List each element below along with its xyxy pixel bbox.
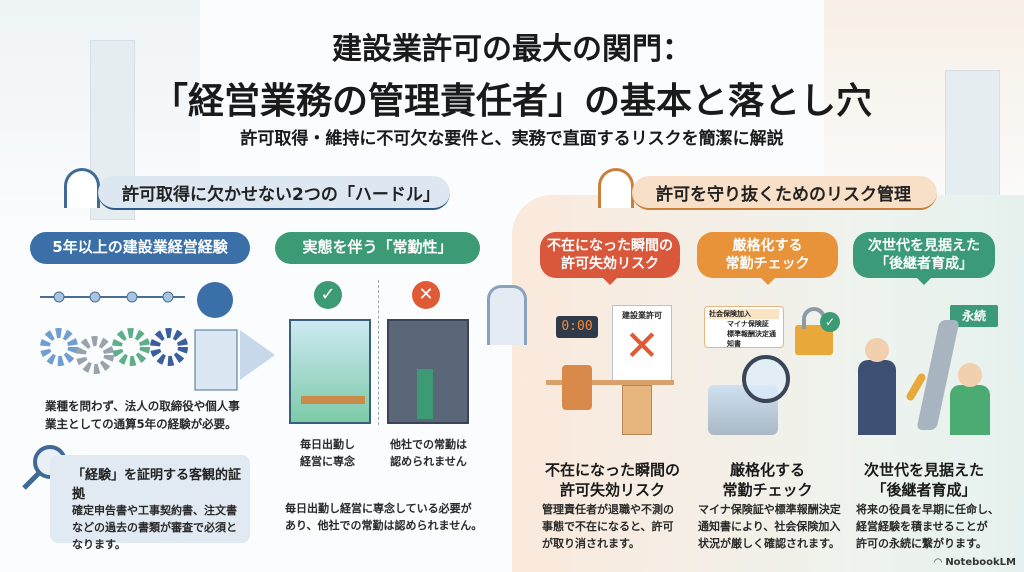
successor-illustration bbox=[950, 363, 990, 435]
cross-icon: ✕ bbox=[412, 281, 440, 309]
title-line1: 建設業許可の最大の関門： bbox=[332, 32, 692, 67]
experience-description: 業種を問わず、法人の取締役や個人事業主としての通算5年の経験が必要。 bbox=[45, 399, 240, 431]
ok-label: 毎日出勤し経営に専念 bbox=[300, 438, 355, 469]
magnifier-icon bbox=[742, 355, 790, 403]
attendance-check-heading: 厳格化する常勤チェック bbox=[722, 461, 813, 500]
empty-chair bbox=[562, 365, 592, 410]
attendance-check-body: マイナ保険証や標準報酬決定通知書により、社会保険加入状況が厳しく確認されます。 bbox=[698, 503, 841, 551]
arrow-icon bbox=[240, 330, 275, 380]
pill-experience: 5年以上の建設業経営経験 bbox=[30, 232, 250, 264]
successor-heading: 次世代を見据えた「後継者育成」 bbox=[863, 461, 984, 500]
arch-icon bbox=[598, 168, 634, 208]
divider bbox=[378, 280, 379, 425]
insurance-card: 社会保険加入マイナ保険証標準報酬決定通知書 bbox=[704, 306, 784, 348]
fulltime-description: 毎日出勤し経営に専念している必要があり、他社での常勤は認められません。 bbox=[285, 502, 483, 533]
drawer bbox=[622, 385, 652, 435]
arch-icon bbox=[64, 168, 100, 208]
notebooklm-logo: ◠ NotebookLM bbox=[934, 557, 1016, 568]
senior-executive-illustration bbox=[858, 338, 896, 435]
pill-attendance-check: 厳格化する常勤チェック bbox=[697, 232, 838, 285]
pill-absence-risk: 不在になった瞬間の許可失効リスク bbox=[540, 232, 680, 285]
successor-body: 将来の役員を早期に任命し、経営経験を積ませることが許可の永続に繋がります。 bbox=[856, 503, 999, 551]
signpost-eternal: 永続 bbox=[950, 305, 998, 327]
check-icon: ✓ bbox=[314, 281, 342, 309]
section-banner-risk: 許可を守り抜くためのリスク管理 bbox=[632, 176, 937, 210]
absence-risk-body: 管理責任者が退職や不測の事態で不在になると、許可が取り消されます。 bbox=[542, 503, 674, 551]
clock-icon: 0:00 bbox=[556, 316, 598, 338]
other-company-illustration bbox=[387, 319, 469, 424]
pill-fulltime: 実態を伴う「常勤性」 bbox=[275, 232, 480, 264]
notebooklm-icon: ◠ bbox=[934, 557, 946, 568]
gears-timeline-illustration bbox=[40, 282, 238, 391]
absence-risk-heading: 不在になった瞬間の許可失効リスク bbox=[544, 461, 680, 500]
office-worker-illustration bbox=[289, 319, 371, 424]
bridge-decoration bbox=[487, 285, 527, 345]
ng-label: 他社での常勤は認められません bbox=[390, 438, 467, 469]
evidence-box: 「経験」を証明する客観的証拠 確定申告書や工事契約書、注文書などの過去の書類が審… bbox=[50, 455, 250, 551]
pill-successor: 次世代を見据えた「後継者育成」 bbox=[853, 232, 995, 285]
section-banner-hurdles: 許可取得に欠かせない2つの「ハードル」 bbox=[98, 176, 450, 210]
desk-illustration bbox=[546, 380, 674, 385]
check-icon: ✓ bbox=[820, 312, 840, 332]
permit-document: 建設業許可✕ bbox=[612, 305, 672, 383]
subtitle: 許可取得・維持に不可欠な要件と、実務で直面するリスクを簡潔に解説 bbox=[240, 129, 784, 149]
title-line2: 「経営業務の管理責任者」の基本と落とし穴 bbox=[151, 81, 872, 122]
